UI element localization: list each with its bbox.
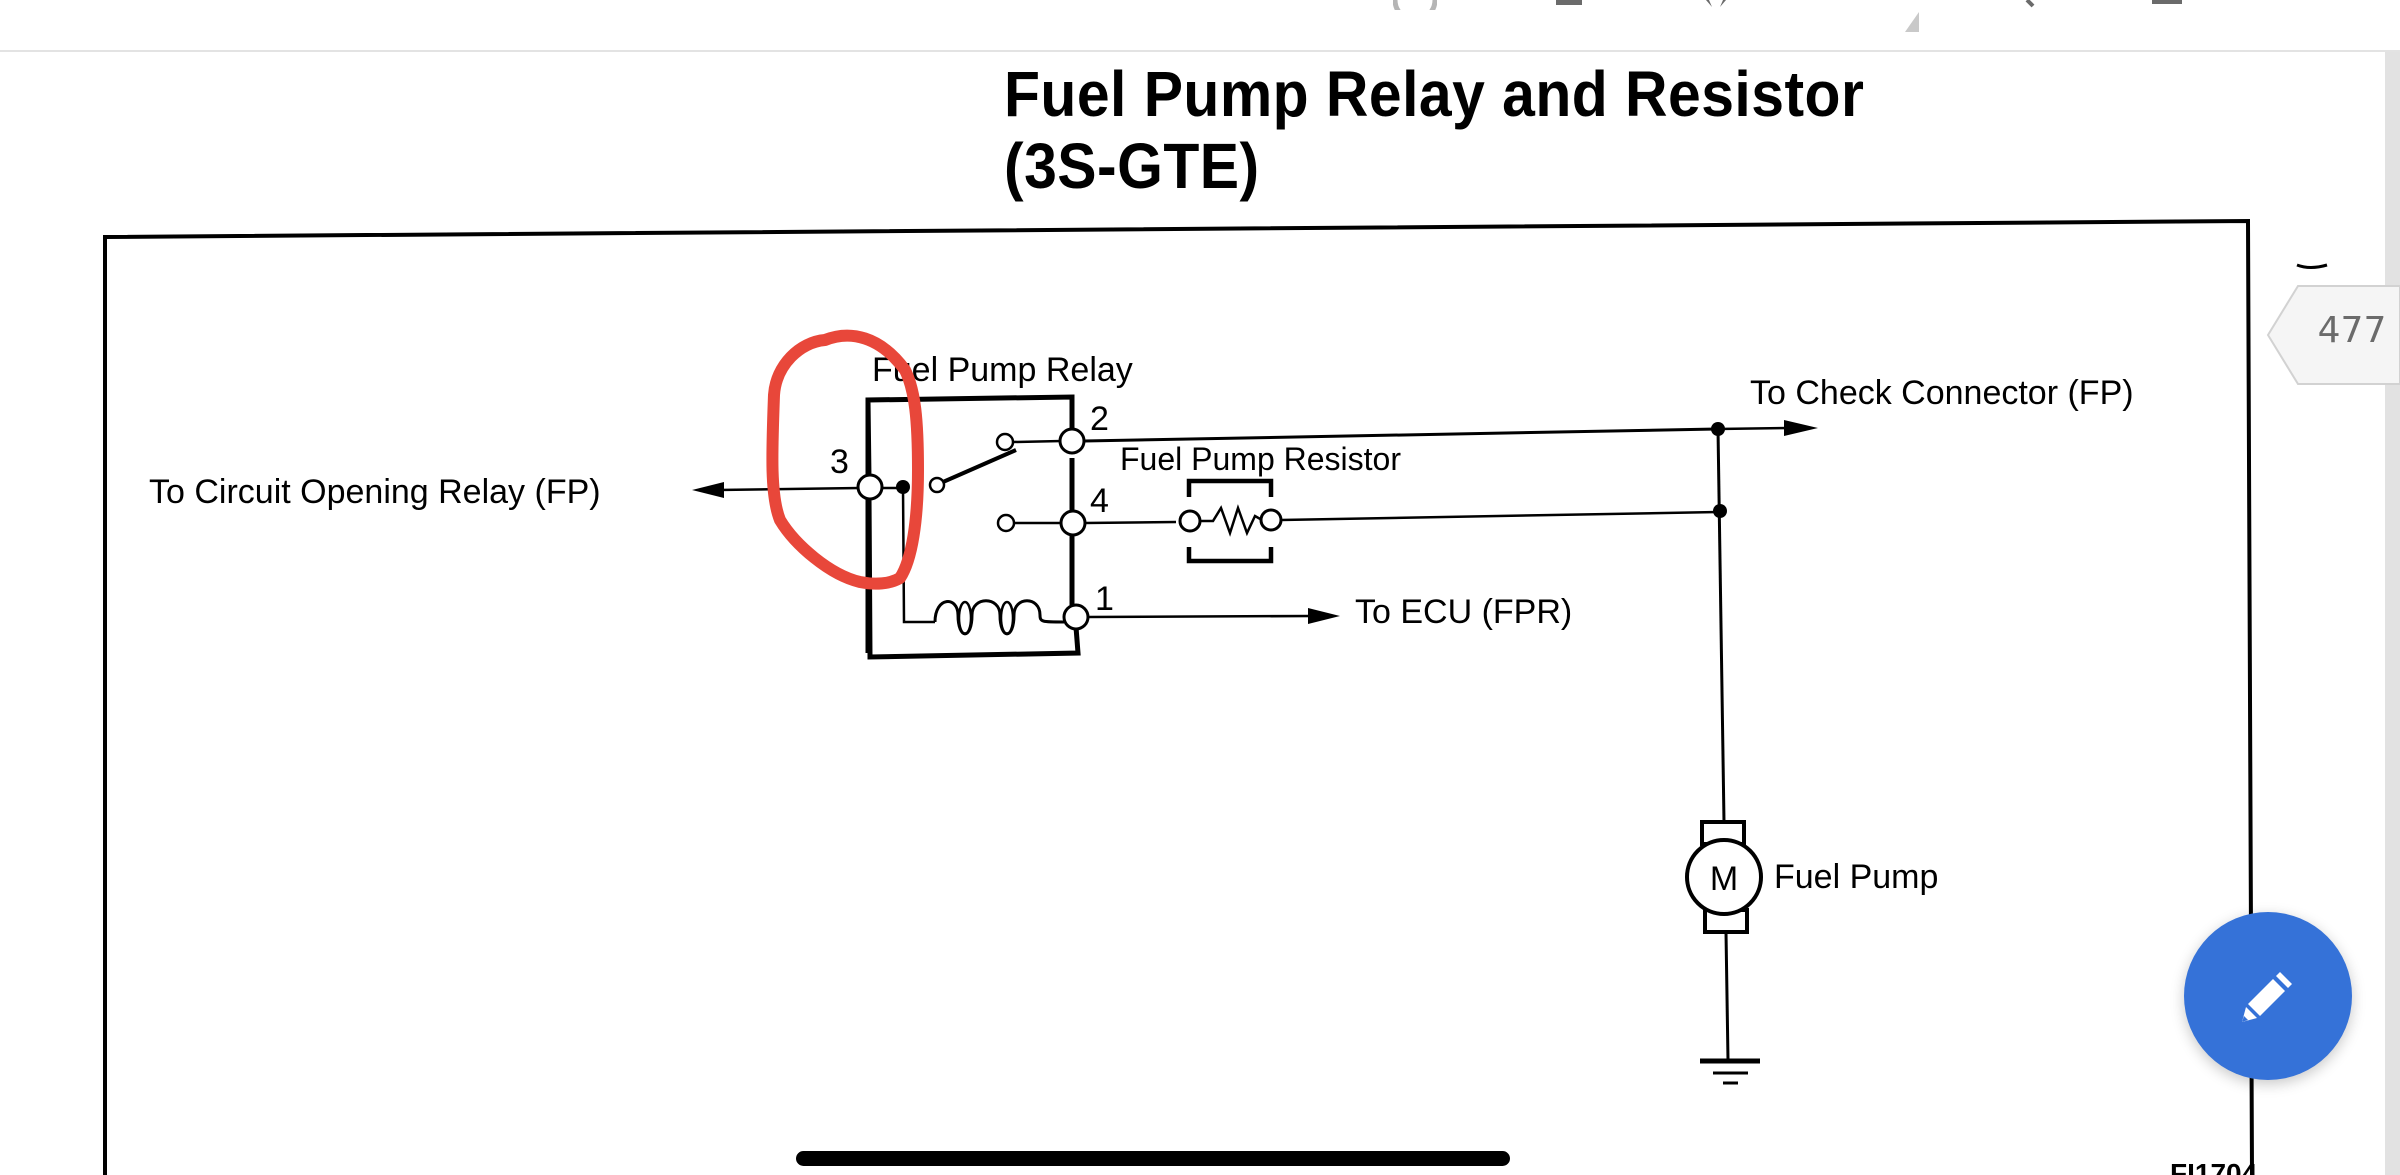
pencil-icon	[2242, 972, 2292, 1022]
title-line-1: Fuel Pump Relay and Resistor	[1004, 58, 1865, 130]
wire-terminal-1	[1087, 614, 1313, 619]
document-title: Fuel Pump Relay and Resistor (3S-GTE)	[1004, 58, 1864, 202]
resistor-terminal-left	[1178, 509, 1202, 533]
relay-coil	[933, 599, 1065, 636]
wire-terminal-3	[717, 486, 861, 492]
diagram-frame	[103, 218, 2254, 1175]
label-ecu: To ECU (FPR)	[1355, 593, 1572, 631]
arrow-circuit-opening-relay	[692, 482, 724, 498]
document-page	[0, 52, 2400, 1175]
wire-to-pump	[1716, 428, 1726, 823]
edit-button[interactable]	[2184, 912, 2352, 1080]
relay-box	[865, 394, 1081, 660]
terminal-2	[1058, 427, 1086, 455]
wire-pump-ground	[1724, 931, 1730, 1061]
switch-contact-upper	[995, 432, 1015, 452]
motor-symbol: M	[1710, 860, 1738, 898]
wire-terminal-4	[1084, 520, 1177, 525]
circle-icon[interactable]	[1393, 0, 1437, 10]
terminal-2-label: 2	[1090, 400, 1109, 438]
terminal-3	[856, 473, 884, 501]
terminal-4	[1059, 509, 1087, 537]
square-icon[interactable]	[1556, 0, 1582, 6]
scroll-track[interactable]	[2385, 52, 2400, 1175]
arrow-ecu	[1308, 608, 1340, 624]
page-number: 477	[2317, 310, 2387, 351]
page-mark	[2296, 263, 2328, 269]
menu-icon[interactable]	[2152, 0, 2182, 6]
title-line-2: (3S-GTE)	[1004, 130, 1260, 202]
switch-pivot	[928, 476, 946, 494]
red-annotation-circle	[766, 329, 924, 590]
page-number-badge[interactable]: 477	[2264, 284, 2400, 386]
top-toolbar	[0, 0, 2400, 52]
triangle-icon[interactable]	[1905, 12, 1919, 32]
label-circuit-opening-relay: To Circuit Opening Relay (FP)	[149, 473, 601, 511]
terminal-3-label: 3	[830, 443, 849, 481]
terminal-4-label: 4	[1090, 482, 1109, 520]
switch-contact-lower	[996, 513, 1016, 533]
resistor-zigzag	[1200, 504, 1270, 537]
home-indicator[interactable]	[796, 1151, 1510, 1166]
switch-arm	[942, 448, 1017, 484]
terminal-1	[1062, 603, 1090, 631]
arrow-check-connector	[1784, 420, 1818, 436]
resistor-label: Fuel Pump Resistor	[1120, 441, 1401, 477]
label-fuel-pump: Fuel Pump	[1774, 858, 1938, 896]
terminal-1-label: 1	[1095, 580, 1114, 618]
wire-terminal-2	[1083, 427, 1718, 443]
star-icon[interactable]	[1706, 0, 1726, 8]
figure-code: FI1704	[2170, 1158, 2258, 1175]
check-icon[interactable]	[2025, 0, 2039, 8]
label-check-connector: To Check Connector (FP)	[1750, 374, 2134, 412]
fuel-pump-motor	[1685, 838, 1763, 916]
resistor-terminal-right	[1259, 508, 1283, 532]
wire-coil-feed	[901, 486, 935, 624]
